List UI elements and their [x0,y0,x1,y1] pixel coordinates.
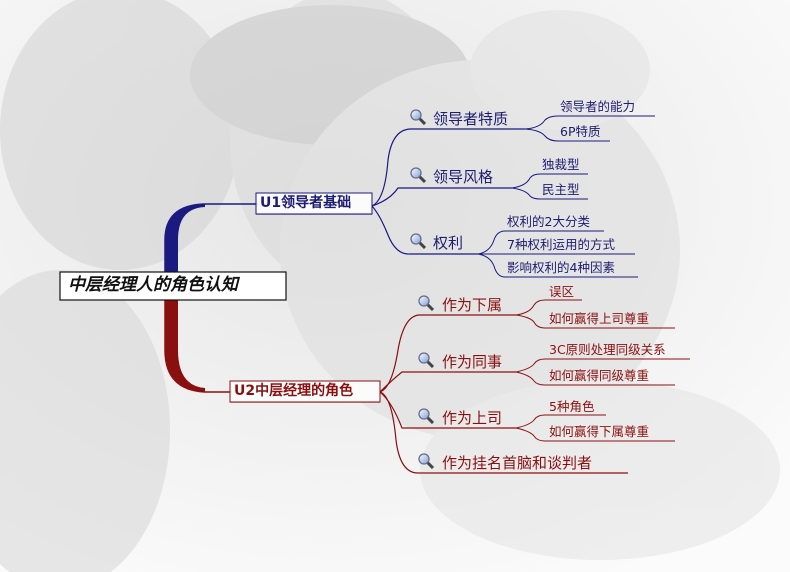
connector-u1-t3 [371,205,478,255]
leaf-power-factors[interactable]: 影响权利的4种因素 [507,260,615,275]
magnifier-icon [410,109,427,126]
connector-t3-leaf1 [477,230,604,255]
magnifier-icon [410,167,427,184]
u1-node-box [255,192,373,215]
magnifier-icon [410,233,427,250]
connector-t1-leaf2 [524,128,610,142]
connector-u2t3-leaf1 [515,414,606,429]
connector-u2t1-leaf1 [515,299,582,316]
leaf-power-methods[interactable]: 7种权利运用的方式 [507,237,615,252]
magnifier-icon [418,408,435,425]
connector-u2t2-leaf1 [515,358,690,373]
leaf-democratic[interactable]: 民主型 [542,182,580,197]
connector-root-u2-band [165,300,205,392]
magnifier-icon [418,295,435,312]
branch-u1[interactable]: U1领导者基础 [260,195,352,211]
connector-t2-leaf1 [511,173,588,189]
leaf-6p-traits[interactable]: 6P特质 [560,124,601,139]
connector-root-u1-band [165,204,205,287]
topic-as-superior[interactable]: 作为上司 [442,409,503,427]
root-node[interactable]: 中层经理人的角色认知 [68,275,238,295]
connector-u1-t2 [371,187,512,207]
magnifier-icon [418,453,435,470]
connector-t2-leaf2 [511,187,588,200]
connector-u2-t4 [379,391,628,474]
leaf-power-categories[interactable]: 权利的2大分类 [507,214,590,229]
topic-leader-traits[interactable]: 领导者特质 [433,110,509,128]
u2-node-box [229,380,381,403]
magnifier-icon [418,352,435,369]
connector-u2t2-leaf2 [515,371,675,386]
connector-u2t1-leaf2 [515,314,675,329]
connector-root-u2 [164,300,232,393]
leaf-misconceptions[interactable]: 误区 [549,284,575,299]
branch-u2[interactable]: U2中层经理的角色 [234,383,354,399]
topic-as-subordinate[interactable]: 作为下属 [442,296,503,314]
connector-u2-t3 [379,391,516,429]
root-node-box [59,271,287,301]
connector-t1-leaf1 [524,115,655,130]
topic-leadership-style[interactable]: 领导风格 [433,168,494,186]
connector-u2-t2 [379,371,516,393]
topic-as-colleague[interactable]: 作为同事 [442,353,503,371]
connector-u2t3-leaf2 [515,427,675,442]
leaf-win-subordinate-respect[interactable]: 如何赢得下属尊重 [549,424,650,439]
topic-power[interactable]: 权利 [433,234,464,252]
leaf-win-peer-respect[interactable]: 如何赢得同级尊重 [549,368,650,383]
leaf-autocratic[interactable]: 独裁型 [542,157,580,172]
leaf-5-roles[interactable]: 5种角色 [549,399,595,414]
leaf-leader-ability[interactable]: 领导者的能力 [560,99,636,114]
leaf-3c-principle[interactable]: 3C原则处理同级关系 [549,342,666,357]
leaf-win-boss-respect[interactable]: 如何赢得上司尊重 [549,311,650,326]
connector-t3-leaf3 [477,253,638,278]
topic-figurehead-negotiator[interactable]: 作为挂名首脑和谈判者 [442,454,593,472]
connector-u1-t1 [371,128,525,207]
